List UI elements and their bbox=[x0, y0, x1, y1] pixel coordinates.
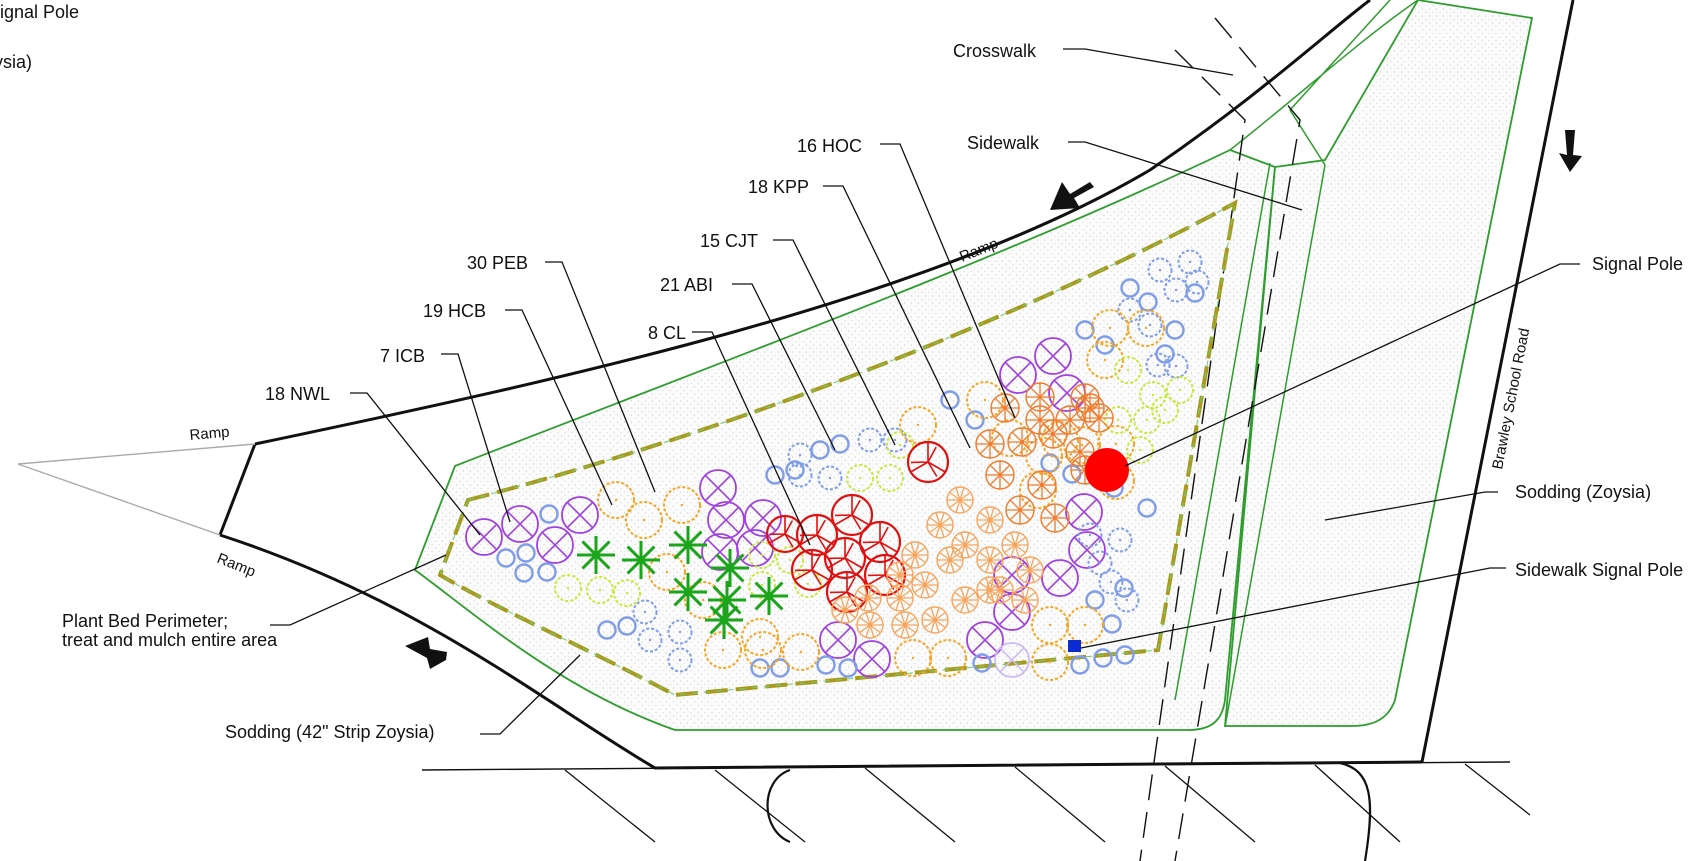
label-plant-cjt: 15 CJT bbox=[700, 231, 758, 251]
curb-ramp-edge bbox=[218, 443, 257, 536]
label-signal-pole: Signal Pole bbox=[1592, 254, 1683, 274]
label-sodding-strip: Sodding (42" Strip Zoysia) bbox=[225, 722, 435, 742]
nwl-purple-plants bbox=[465, 337, 1106, 678]
traffic-arrow-top bbox=[1050, 182, 1094, 210]
island-sod-area bbox=[413, 149, 1276, 731]
plant-symbols bbox=[465, 249, 1210, 681]
signal-pole-symbol bbox=[1085, 448, 1129, 492]
label-ramp-left-lower: Ramp bbox=[215, 550, 258, 581]
label-plant-peb: 30 PEB bbox=[467, 253, 528, 273]
label-sidewalk: Sidewalk bbox=[967, 133, 1040, 153]
legend-zoysia-fragment: ysia) bbox=[0, 52, 32, 72]
label-sodding-zoysia: Sodding (Zoysia) bbox=[1515, 482, 1651, 502]
label-plant-hoc: 16 HOC bbox=[797, 136, 862, 156]
orange-spoked-plants bbox=[831, 486, 1044, 639]
label-plant-kpp: 18 KPP bbox=[748, 177, 809, 197]
label-plant-hcb: 19 HCB bbox=[423, 301, 486, 321]
curb-right bbox=[1420, 0, 1575, 763]
label-ramp-left-upper: Ramp bbox=[189, 424, 230, 444]
traffic-arrow-right bbox=[1559, 130, 1582, 172]
label-plant-nwl: 18 NWL bbox=[265, 384, 330, 404]
label-sidewalk-signal-pole: Sidewalk Signal Pole bbox=[1515, 560, 1683, 580]
label-plant-bed-line1: Plant Bed Perimeter; bbox=[62, 611, 228, 631]
bottom-curb-line bbox=[421, 761, 1511, 771]
sidewalk-edge-inner bbox=[1174, 162, 1326, 728]
crosswalk-lines bbox=[1139, 17, 1301, 861]
curb-return bbox=[766, 761, 1372, 861]
parking-hatch bbox=[564, 763, 1531, 843]
traffic-arrow-left bbox=[405, 637, 447, 669]
right-sod-area bbox=[1224, 0, 1534, 727]
label-plant-bed-line2: treat and mulch entire area bbox=[62, 630, 278, 650]
legend-signal-pole-fragment: Signal Pole bbox=[0, 2, 79, 22]
label-plant-cl: 8 CL bbox=[648, 323, 686, 343]
label-road-name: Brawley School Road bbox=[1489, 327, 1533, 471]
label-plant-abi: 21 ABI bbox=[660, 275, 713, 295]
sidewalk-signal-pole-symbol bbox=[1068, 640, 1081, 652]
sidewalk-edge-top bbox=[1229, 0, 1419, 166]
label-crosswalk: Crosswalk bbox=[953, 41, 1037, 61]
curb-lower bbox=[219, 533, 1423, 770]
label-plant-icb: 7 ICB bbox=[380, 346, 425, 366]
leader-lines bbox=[270, 48, 1580, 735]
cl-green-plants bbox=[577, 526, 788, 639]
taper-line-lower bbox=[17, 463, 221, 536]
cjt-lime-plants bbox=[554, 356, 1194, 607]
taper-line-upper bbox=[17, 443, 256, 465]
plant-bed-inner-line bbox=[439, 202, 1236, 696]
curb-upper bbox=[254, 0, 1371, 446]
